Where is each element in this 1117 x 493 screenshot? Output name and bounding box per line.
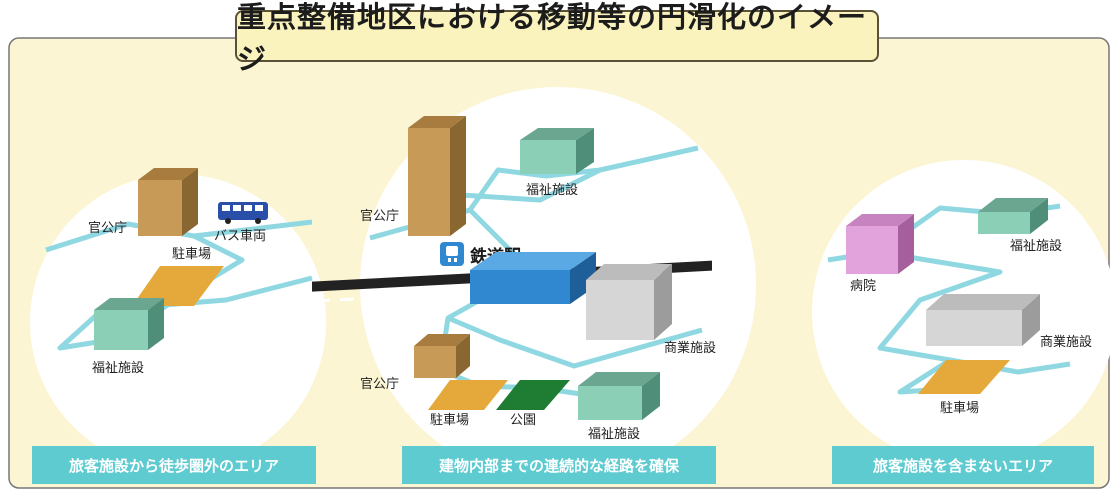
center-parking-label: 駐車場 — [430, 413, 469, 428]
park-label: 公園 — [510, 413, 536, 428]
hospital-building — [846, 214, 914, 274]
bus-label: バス車両 — [214, 229, 266, 244]
center-office-tower — [408, 116, 466, 236]
center-welfare-top-building — [520, 128, 594, 174]
left-parking-label: 駐車場 — [172, 247, 211, 262]
diagram-title: 重点整備地区における移動等の円滑化のイメージ — [237, 0, 868, 76]
right-parking-label: 駐車場 — [940, 401, 979, 416]
railway-station-building — [470, 252, 596, 304]
park-area — [496, 380, 570, 410]
center-area-caption: 建物内部までの連続的な経路を確保 — [402, 446, 716, 484]
train-station-icon — [440, 242, 464, 266]
center-welfare-bottom-building — [578, 372, 660, 420]
right-area-caption: 旅客施設を含まないエリア — [832, 446, 1094, 484]
right-welfare-label: 福祉施設 — [1010, 238, 1062, 254]
diagram-title-box: 重点整備地区における移動等の円滑化のイメージ — [235, 0, 879, 76]
left-welfare-building — [94, 298, 164, 350]
center-commercial-label: 商業施設 — [664, 340, 716, 356]
left-office-label: 官公庁 — [88, 220, 127, 236]
hospital-label: 病院 — [850, 279, 876, 294]
center-office-bottom-label: 官公庁 — [360, 376, 399, 392]
right-commercial-building — [926, 294, 1040, 346]
center-parking-lot — [428, 380, 508, 410]
left-welfare-label: 福祉施設 — [92, 360, 144, 376]
center-office-small-building — [414, 334, 470, 378]
left-parking-lot — [132, 266, 224, 306]
bus-icon — [218, 202, 268, 224]
right-welfare-building — [978, 198, 1048, 234]
left-area-circle — [30, 174, 326, 470]
center-commercial-building — [586, 264, 672, 340]
left-office-building — [138, 168, 198, 236]
right-parking-lot — [918, 360, 1010, 394]
center-office-top-label: 官公庁 — [360, 208, 399, 224]
center-welfare-bottom-label: 福祉施設 — [588, 426, 640, 442]
center-welfare-top-label: 福祉施設 — [526, 182, 578, 198]
right-commercial-label: 商業施設 — [1040, 334, 1092, 350]
left-area-caption: 旅客施設から徒歩圏外のエリア — [32, 446, 316, 484]
